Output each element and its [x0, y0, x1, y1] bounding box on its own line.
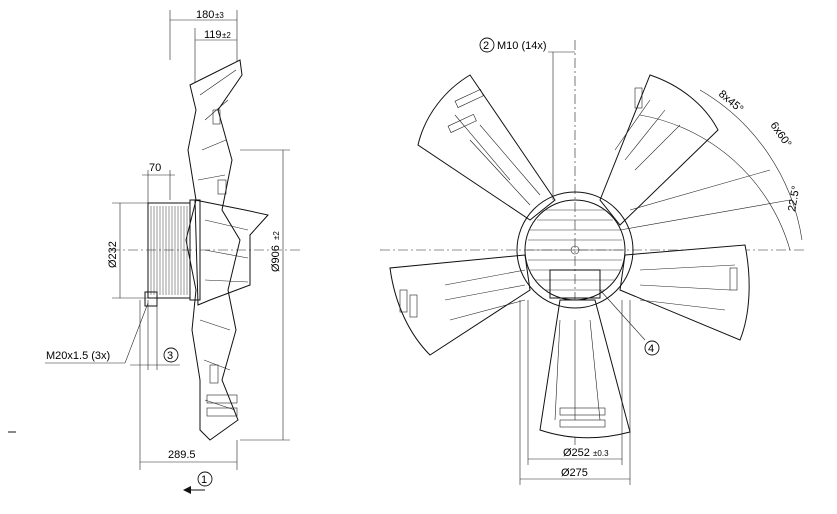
bolt-circle-dim: Ø252: [563, 447, 590, 459]
fan-blade-bottom: [539, 299, 631, 439]
mount-thread-label: M10 (14x): [497, 40, 547, 52]
cable-gland-label: M20x1.5 (3x): [46, 350, 110, 362]
motor-fins: [150, 206, 188, 295]
hub-motor: [524, 199, 626, 301]
callout-flow-direction: 1: [201, 474, 207, 486]
callout-item-2: 2: [483, 40, 489, 52]
overall-depth-dim: 180: [196, 9, 214, 21]
fan-blade-top-left: [417, 74, 556, 221]
hub-diameter-dim: Ø275: [561, 467, 588, 479]
blade-depth-tol: ±2: [222, 31, 231, 40]
overall-depth-tol: ±3: [215, 11, 224, 20]
blade-depth-dim: 119: [204, 29, 222, 41]
side-view: 180 ±3 119 ±2: [8, 9, 300, 494]
hub-outer: [516, 191, 634, 309]
bolt-circle-tol: ±0.3: [593, 449, 609, 458]
motor-diameter-dim: Ø232: [107, 241, 119, 268]
fan-diameter-tol: ±2: [272, 231, 281, 240]
fan-blade-top-right: [599, 74, 719, 226]
callout-item-4: 4: [648, 343, 654, 355]
fan-blade-left: [389, 254, 531, 356]
fan-blade-right: [619, 244, 750, 341]
front-view: 2 M10 (14x) 8x45° 6x60° 22.5° 4 Ø252 ±0.…: [380, 37, 805, 485]
angle-6x60-label: 6x60°: [768, 120, 794, 150]
base-width-dim: 289.5: [168, 449, 196, 461]
callout-item-3: 3: [167, 350, 173, 362]
angle-22-5-label: 22.5°: [786, 185, 802, 213]
fan-diameter-dim: Ø906: [270, 245, 282, 272]
motor-width-dim: 70: [149, 162, 161, 174]
